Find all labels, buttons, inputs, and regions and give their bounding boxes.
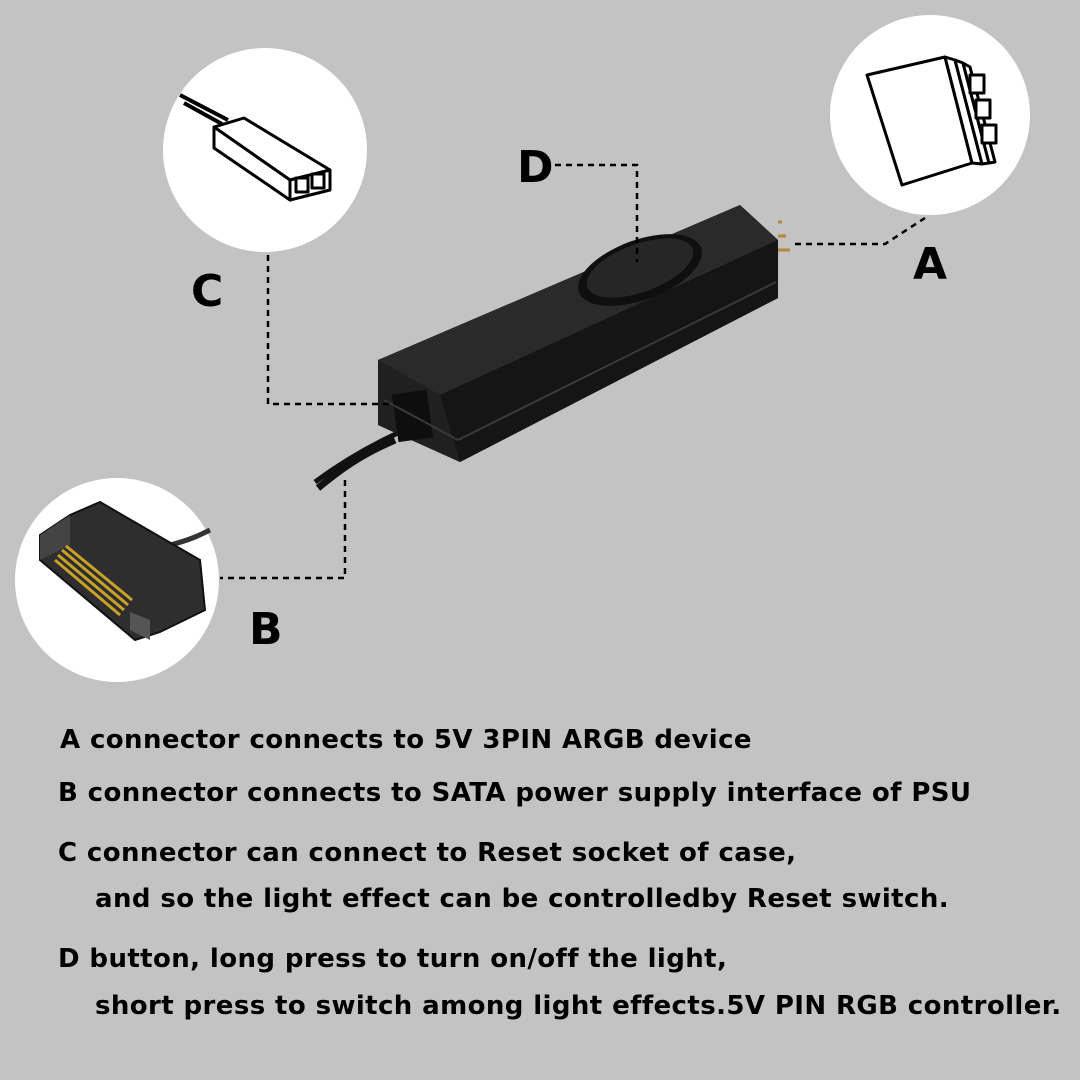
sata-cable xyxy=(315,436,397,491)
argb-pins xyxy=(778,220,790,252)
connector-b-illustration xyxy=(15,478,219,682)
leader-line-a xyxy=(795,216,926,246)
leader-line-d xyxy=(555,163,639,262)
description-c-line2: and so the light effect can be controlle… xyxy=(95,884,950,914)
leader-line-c xyxy=(266,255,395,406)
description-c-line1: C connector can connect to Reset socket … xyxy=(58,838,797,868)
connector-c-illustration xyxy=(163,48,367,252)
description-d-line1: D button, long press to turn on/off the … xyxy=(58,944,728,974)
connector-a-illustration xyxy=(830,15,1030,215)
controller-device xyxy=(313,205,790,491)
label-c: C xyxy=(191,266,224,317)
label-d: D xyxy=(517,142,554,193)
label-b: B xyxy=(249,604,283,655)
description-a: A connector connects to 5V 3PIN ARGB dev… xyxy=(60,725,752,755)
description-d-line2: short press to switch among light effect… xyxy=(95,991,1062,1021)
description-b: B connector connects to SATA power suppl… xyxy=(58,778,972,808)
d-button[interactable] xyxy=(569,220,712,321)
leader-line-b xyxy=(220,480,347,580)
label-a: A xyxy=(913,239,948,290)
